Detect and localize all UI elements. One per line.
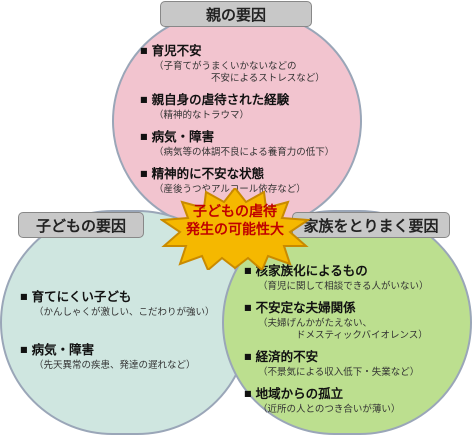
env-factor-head: 経済的不安 <box>244 348 464 367</box>
parent-factor-item: 病気・障害 （病気等の体調不良による養育力の低下） <box>140 128 350 159</box>
child-factor-head: 育てにくい子ども <box>20 288 230 307</box>
family-environment-title: 家族をとりまく要因 <box>292 212 450 238</box>
env-factor-detail: （不景気による収入低下・失業など） <box>258 367 420 378</box>
env-factor-item: 核家族化によるもの （育児に関して相談できる人がいない） <box>244 262 464 293</box>
parent-factor-head: 精神的に不安な状態 <box>140 165 350 184</box>
burst-star-shape <box>160 188 310 270</box>
abuse-risk-line2: 発生の可能性大 <box>186 222 284 238</box>
env-factor-detail: （近所の人とのつき合いが薄い） <box>258 404 401 415</box>
parent-factor-head: 親自身の虐待された経験 <box>140 91 350 110</box>
parent-factor-item: 親自身の虐待された経験 （精神的なトラウマ） <box>140 91 350 122</box>
burst-star-icon <box>160 188 310 270</box>
parent-factor-item: 精神的に不安な状態 （産後うつやアルコール依存など） <box>140 165 350 196</box>
parent-factors-list: 育児不安 （子育てがうまくいかないなどの 不安によるストレスなど） 親自身の虐待… <box>140 42 350 202</box>
parent-factor-detail: （産後うつやアルコール依存など） <box>154 184 306 195</box>
parent-factor-detail: （子育てがうまくいかないなどの 不安によるストレスなど） <box>154 61 325 84</box>
child-factor-detail: （かんしゃくが激しい、こだわりが強い） <box>34 307 215 318</box>
child-factors-list: 育てにくい子ども （かんしゃくが激しい、こだわりが強い） 病気・障害 （先天異常… <box>20 288 230 378</box>
child-factors-title: 子どもの要因 <box>18 212 144 238</box>
env-factor-item: 経済的不安 （不景気による収入低下・失業など） <box>244 348 464 379</box>
parent-factors-title: 親の要因 <box>160 1 312 27</box>
family-environment-list: 核家族化によるもの （育児に関して相談できる人がいない） 不安定な夫婦関係 （夫… <box>244 262 464 422</box>
env-factor-detail: （夫婦げんかがたえない、 ドメスティックバイオレンス） <box>258 318 428 341</box>
child-factor-head: 病気・障害 <box>20 341 230 360</box>
parent-factor-item: 育児不安 （子育てがうまくいかないなどの 不安によるストレスなど） <box>140 42 350 85</box>
abuse-risk-line1: 子どもの虐待 <box>193 204 277 220</box>
child-factor-item: 育てにくい子ども （かんしゃくが激しい、こだわりが強い） <box>20 288 230 319</box>
env-factor-item: 不安定な夫婦関係 （夫婦げんかがたえない、 ドメスティックバイオレンス） <box>244 299 464 342</box>
parent-factor-head: 育児不安 <box>140 42 350 61</box>
env-factor-head: 地域からの孤立 <box>244 385 464 404</box>
parent-factor-detail: （病気等の体調不良による養育力の低下） <box>154 147 335 158</box>
env-factor-detail: （育児に関して相談できる人がいない） <box>258 281 429 292</box>
env-factor-head: 核家族化によるもの <box>244 262 464 281</box>
parent-factor-head: 病気・障害 <box>140 128 350 147</box>
child-factor-item: 病気・障害 （先天異常の疾患、発達の遅れなど） <box>20 341 230 372</box>
child-factor-detail: （先天異常の疾患、発達の遅れなど） <box>34 360 196 371</box>
abuse-risk-label: 子どもの虐待 発生の可能性大 <box>160 203 310 239</box>
env-factor-head: 不安定な夫婦関係 <box>244 299 464 318</box>
parent-factor-detail: （精神的なトラウマ） <box>154 110 250 121</box>
env-factor-item: 地域からの孤立 （近所の人とのつき合いが薄い） <box>244 385 464 416</box>
